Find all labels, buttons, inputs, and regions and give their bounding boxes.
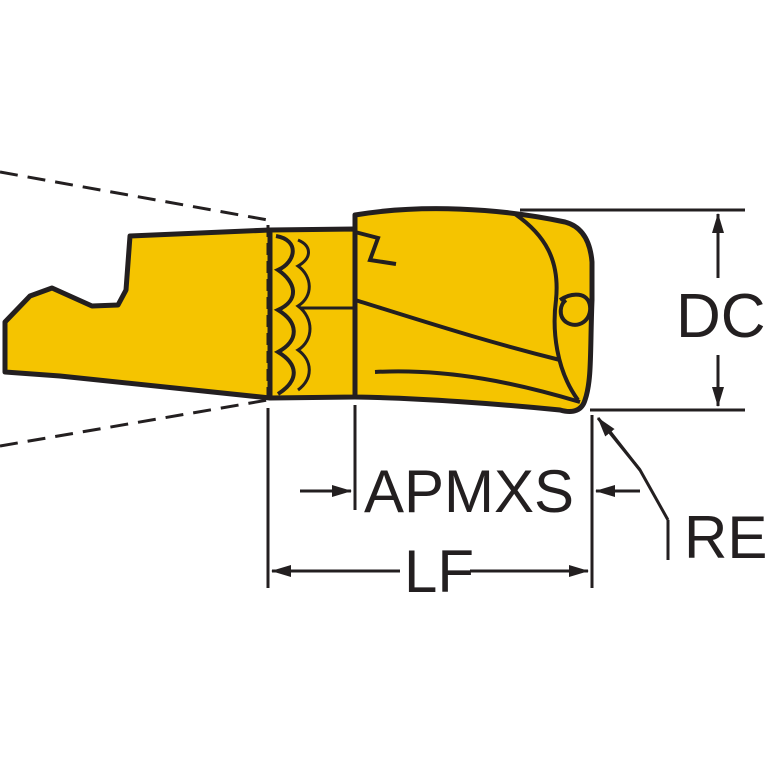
extension-lines [266,405,594,588]
dc-dimension [520,208,745,412]
dc-label: DC [676,282,766,351]
apmxs-label: APMXS [364,458,574,525]
cutting-head [352,206,595,415]
thread-profile-inner [295,238,312,392]
insert-shank [2,227,273,401]
re-leader [596,417,670,560]
holder-taper-lines [0,170,269,448]
head-flutes [354,212,593,404]
re-label: RE [684,504,767,571]
thread-profile [273,234,296,396]
lf-label: LF [404,538,474,605]
